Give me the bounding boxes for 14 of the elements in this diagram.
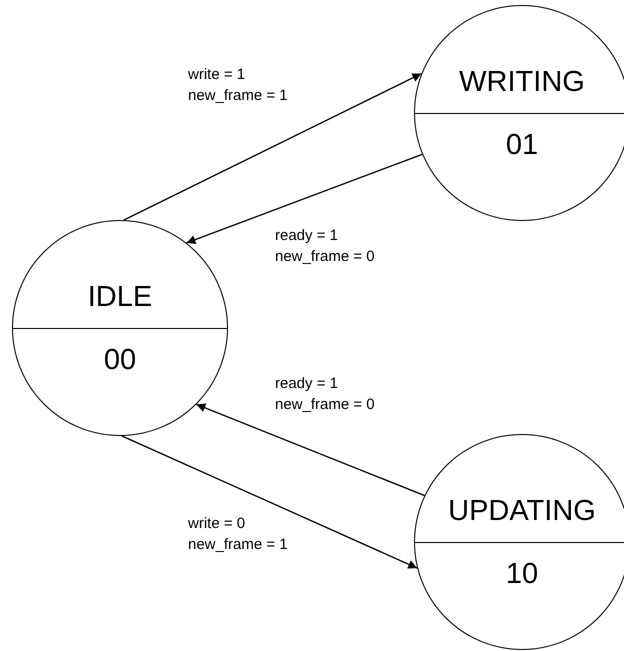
state-name: IDLE [86,281,154,314]
state-code: 10 [504,558,540,591]
state-code: 01 [504,129,540,162]
state-name: UPDATING [447,495,597,528]
state-code: 00 [102,344,138,377]
state-name: WRITING [458,66,586,99]
arrow [122,435,418,569]
arrow [186,154,422,244]
edge-label: ready = 1 new_frame = 0 [275,226,376,267]
arrow [123,73,422,221]
edge-label: write = 0 new_frame = 1 [188,514,289,555]
edge-label: write = 1 new_frame = 1 [188,65,289,106]
arrow [196,404,425,496]
edge-label: ready = 1 new_frame = 0 [275,374,376,415]
